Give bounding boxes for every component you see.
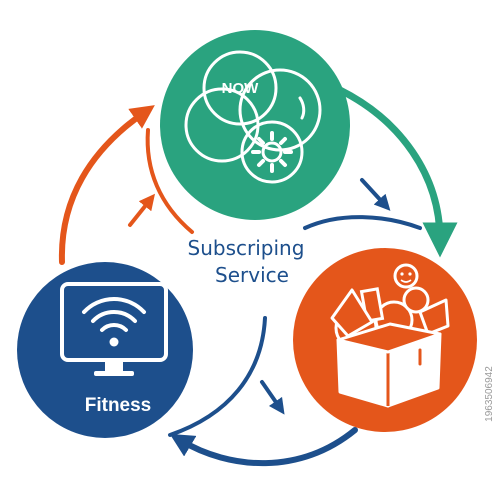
now-label: NOW bbox=[222, 80, 260, 97]
inner-arc-left-orange bbox=[145, 128, 194, 234]
small-arrow-left-orange bbox=[128, 193, 155, 227]
arrow-top-to-right bbox=[336, 86, 458, 258]
monitor-wifi-icon bbox=[60, 282, 168, 376]
arrow-left-to-top bbox=[58, 105, 155, 265]
inner-arc-bottom bbox=[168, 316, 267, 437]
fitness-node: Fitness bbox=[17, 262, 193, 438]
center-title-line2: Service bbox=[215, 263, 289, 287]
side-image-id: 1963506942 bbox=[484, 366, 495, 422]
top-node: NOW bbox=[160, 30, 350, 220]
fitness-label: Fitness bbox=[85, 395, 152, 416]
inner-arc-top-right bbox=[303, 215, 422, 230]
small-arrow-bottom-center bbox=[260, 380, 285, 415]
center-title-line1: Subscriping bbox=[188, 236, 305, 260]
overlapping-circles-gear-icon bbox=[184, 50, 322, 184]
box-node bbox=[293, 248, 477, 432]
small-arrow-top-right bbox=[360, 178, 391, 211]
open-box-food-icon bbox=[330, 263, 450, 408]
arrow-right-to-left bbox=[169, 427, 358, 467]
